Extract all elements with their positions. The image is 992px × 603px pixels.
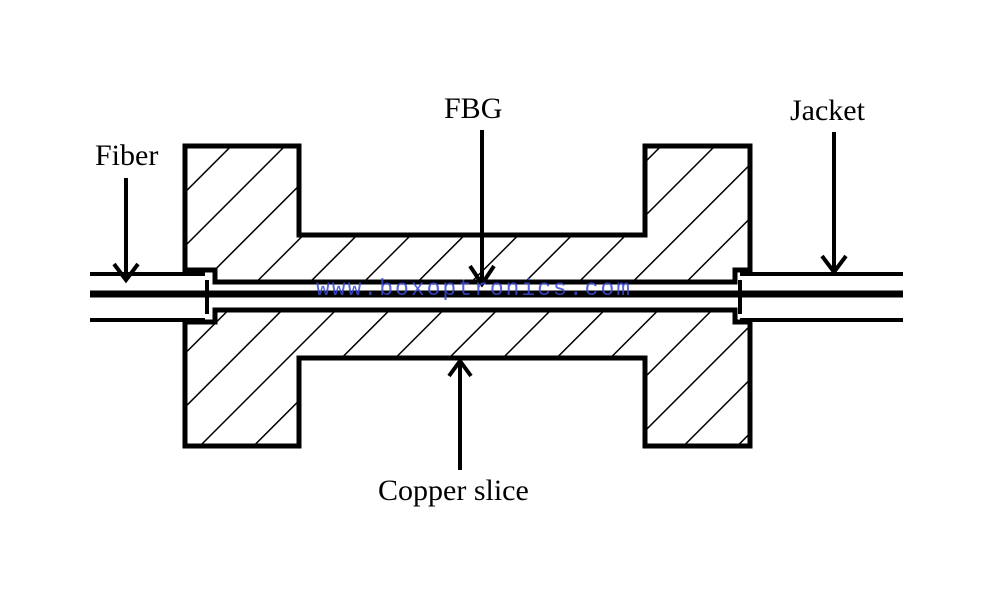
copper-slice-label: Copper slice [378,474,529,507]
fiber-arrow [112,178,140,284]
copper-slice-top [182,143,753,285]
fbg-label: FBG [444,92,502,125]
copper-slice-arrow [447,357,473,470]
copper-slice-bottom [182,307,753,449]
jacket-label: Jacket [790,94,866,127]
watermark-text: www.boxoptronics.com [316,276,632,302]
fbg-arrow [468,130,496,288]
fiber-label: Fiber [95,139,158,172]
jacket-arrow [820,132,848,276]
